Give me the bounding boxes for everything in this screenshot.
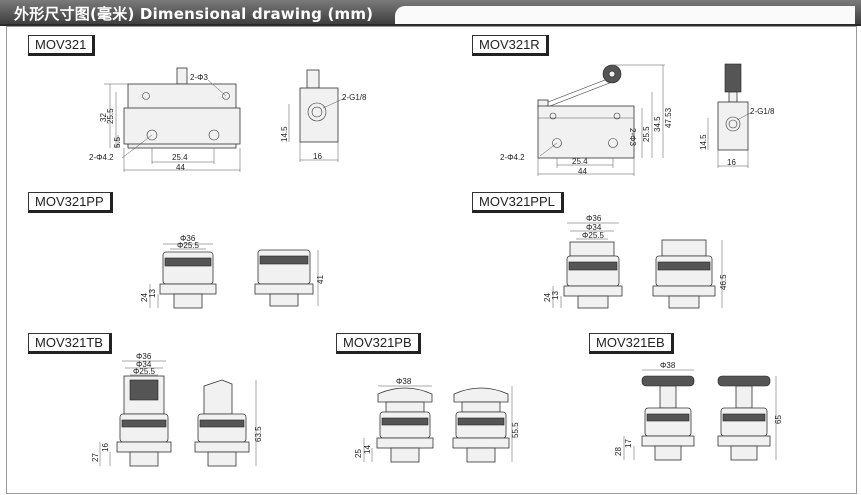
dim-mov321r-h3: 25.5 <box>642 126 651 142</box>
dim-mov321r-height-total: 47.53 <box>664 107 673 128</box>
drawing-frame <box>6 26 857 494</box>
dim-mov321-width: 44 <box>176 163 185 172</box>
dim-mov321-hole-top: 2-Φ3 <box>190 73 208 82</box>
header-tab-decoration <box>395 6 855 24</box>
dim-mov321r-port: 2-G1/8 <box>750 107 775 116</box>
dim-mov321ppl-h1: 24 <box>543 293 552 302</box>
dim-mov321-port: 2-G1/8 <box>342 93 367 102</box>
drawing-mov321pb-front: Φ38 25 14 <box>354 377 434 463</box>
dim-mov321ppl-d3: Φ25.5 <box>582 231 605 240</box>
dim-mov321r-h2: 34.5 <box>653 116 662 132</box>
dim-mov321-offset: 5.5 <box>113 136 122 148</box>
dim-mov321-hole-span: 25.4 <box>172 153 188 162</box>
page-title: 外形尺寸图(毫米) Dimensional drawing (mm) <box>14 5 374 23</box>
model-label-mov321eb: MOV321EB <box>589 333 674 354</box>
dim-mov321tb-d1: Φ36 <box>136 352 152 361</box>
model-label-mov321: MOV321 <box>28 35 96 56</box>
dim-mov321-height-total: 32 <box>99 113 108 122</box>
dim-mov321r-side-height: 14.5 <box>699 134 708 150</box>
dim-mov321pp-d2: Φ25.5 <box>177 241 200 250</box>
dim-mov321r-hole-bottom: 2-Φ4.2 <box>500 153 525 162</box>
dim-mov321eb-height: 65 <box>774 415 783 424</box>
dim-mov321r-side-width: 16 <box>727 158 736 167</box>
dim-mov321tb-d3: Φ25.5 <box>133 367 156 376</box>
drawing-mov321ppl-front: Φ36 Φ34 Φ25.5 24 13 <box>543 214 623 309</box>
dim-mov321tb-h1: 27 <box>91 453 100 462</box>
dim-mov321-height-inner: 25.5 <box>106 108 115 124</box>
dim-mov321-side-width: 16 <box>313 152 322 161</box>
dim-mov321eb-h2: 17 <box>624 439 633 448</box>
drawing-mov321pb-side: 55.5 <box>452 386 520 463</box>
model-label-mov321r: MOV321R <box>472 35 549 56</box>
header-bar: 外形尺寸图(毫米) Dimensional drawing (mm) <box>0 0 861 26</box>
dim-mov321ppl-d1: Φ36 <box>586 214 602 223</box>
dim-mov321pb-h2: 14 <box>363 445 372 454</box>
dim-mov321-hole-bottom: 2-Φ4.2 <box>89 153 114 162</box>
dim-mov321pp-h1: 24 <box>140 293 149 302</box>
dim-mov321pb-h1: 25 <box>354 449 363 458</box>
dim-mov321pb-height: 55.5 <box>511 422 520 438</box>
dim-mov321pp-height: 41 <box>316 275 325 284</box>
drawing-mov321-front: 2-Φ3 2-Φ4.2 32 25.5 5.5 25.4 44 <box>89 67 241 172</box>
dim-mov321eb-h1: 28 <box>614 447 623 456</box>
dim-mov321pp-d1: Φ36 <box>180 234 196 243</box>
dim-mov321r-hole-span: 25.4 <box>572 157 588 166</box>
dim-mov321eb-d1: Φ38 <box>660 361 676 370</box>
model-label-mov321tb: MOV321TB <box>28 333 112 354</box>
dim-mov321tb-h2: 16 <box>101 443 110 452</box>
drawing-mov321tb-front: Φ36 Φ34 Φ25.5 27 16 <box>91 352 172 467</box>
dim-mov321pp-h2: 13 <box>148 289 157 298</box>
drawing-mov321eb-side: 65 <box>717 375 783 461</box>
dim-mov321pb-d1: Φ38 <box>396 377 412 386</box>
drawing-mov321pp-side: 41 <box>254 249 325 307</box>
dim-mov321tb-d2: Φ34 <box>136 360 152 369</box>
dim-mov321-side-height: 14.5 <box>280 126 289 142</box>
model-label-mov321pp: MOV321PP <box>28 192 113 213</box>
drawing-mov321ppl-side: 46.5 <box>652 239 728 309</box>
model-label-mov321pb: MOV321PB <box>336 333 421 354</box>
dim-mov321r-width: 44 <box>578 167 587 176</box>
dim-mov321r-hole-top: 2-Φ3 <box>628 128 637 146</box>
dim-mov321ppl-h2: 13 <box>551 291 560 300</box>
drawing-mov321-side: 2-G1/8 14.5 16 <box>280 69 367 162</box>
dim-mov321tb-height: 63.5 <box>254 426 263 442</box>
drawing-mov321eb-front: Φ38 28 17 <box>614 361 695 461</box>
drawing-mov321r-front: 47.53 34.5 25.5 2-Φ3 2-Φ4.2 25.4 44 <box>500 64 673 176</box>
drawing-mov321tb-side: 63.5 <box>194 379 263 467</box>
dim-mov321ppl-height: 46.5 <box>719 274 728 290</box>
drawing-mov321pp-front: Φ36 Φ25.5 24 13 <box>140 234 217 309</box>
dim-mov321ppl-d2: Φ34 <box>586 223 602 232</box>
drawing-mov321r-side: 2-G1/8 14.5 16 <box>699 63 775 168</box>
model-label-mov321ppl: MOV321PPL <box>472 192 564 213</box>
